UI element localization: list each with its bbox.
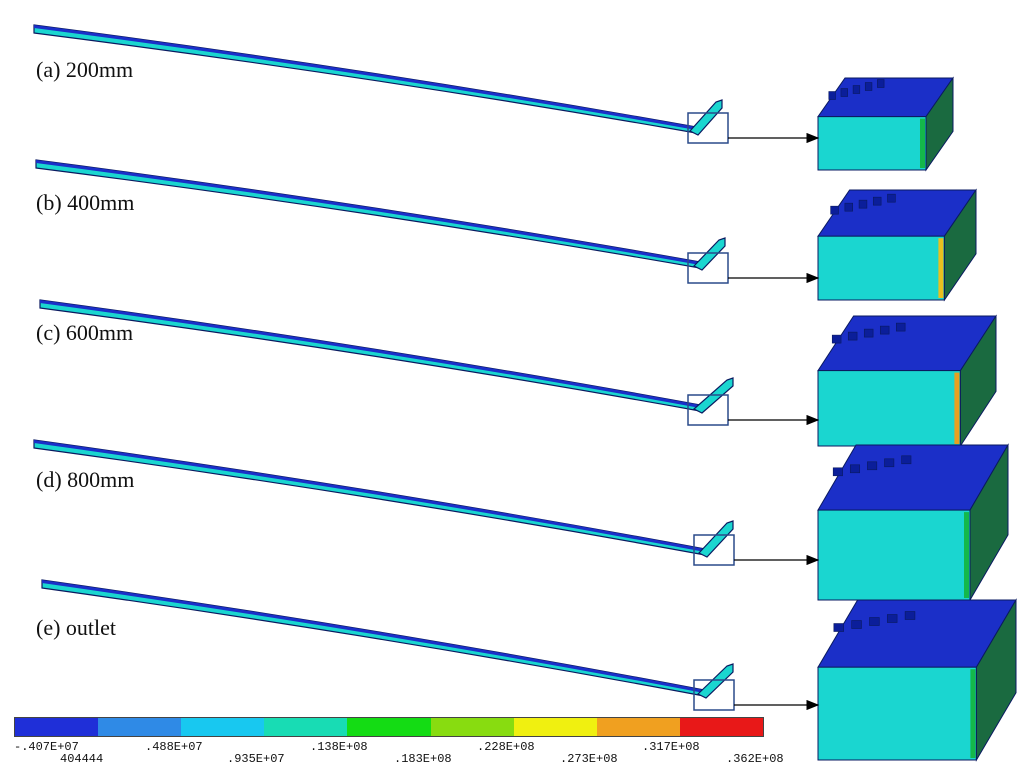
detail-frame-2 [687, 252, 729, 284]
legend-tick-9: .317E+08 [642, 740, 700, 754]
beam-outlet-bend [696, 663, 734, 699]
beam-outlet-bend [693, 237, 726, 271]
detail-side-face [969, 443, 1009, 602]
beam-top-face [34, 25, 696, 130]
beam-top-face [36, 160, 700, 265]
legend-tick-10: .362E+08 [726, 752, 784, 766]
detail-hotspot-strip [964, 512, 969, 598]
detail-step [886, 614, 898, 623]
detail-step [864, 82, 873, 91]
legend-tick-6: .183E+08 [394, 752, 452, 766]
detail-step [867, 461, 878, 471]
detail-step [858, 199, 868, 209]
detail-side-face [959, 314, 997, 448]
detail-step [852, 85, 861, 94]
detail-views [817, 76, 1017, 762]
legend-swatch-6 [430, 718, 514, 736]
detail-step [872, 196, 882, 206]
legend-tick-5: .138E+08 [310, 740, 368, 754]
legend-tick-4: .935E+07 [227, 752, 285, 766]
detail-front-face [817, 116, 927, 171]
detail-hotspot-strip [938, 238, 944, 298]
detail-frame-1 [687, 112, 729, 144]
beam-model-4 [33, 439, 734, 558]
beam-model-1 [33, 24, 723, 136]
detail-connectors [687, 112, 820, 711]
detail-view-4 [817, 443, 1009, 602]
detail-step [840, 88, 848, 97]
detail-frame-5 [693, 679, 735, 711]
case-label-e: (e) outlet [36, 615, 117, 640]
beam-top-face [42, 580, 704, 693]
detail-hotspot-strip [954, 372, 960, 444]
detail-step [901, 455, 912, 465]
legend-swatch-7 [513, 718, 597, 736]
detail-step [831, 334, 842, 344]
legend-tick-3: .488E+07 [145, 740, 203, 754]
case-label-d: (d) 800mm [36, 467, 135, 492]
legend-tick-7: .228E+08 [477, 740, 535, 754]
beam-top-face [40, 300, 700, 408]
beam-model-2 [35, 159, 726, 271]
detail-frame-4 [693, 534, 735, 566]
detail-step [884, 458, 895, 468]
detail-frame-3 [687, 394, 729, 426]
detail-view-2 [817, 188, 977, 302]
detail-side-face [943, 188, 977, 302]
beam-outlet-bend [689, 99, 723, 136]
beam-top-face [34, 440, 705, 552]
case-label-a: (a) 200mm [36, 57, 134, 82]
legend-swatch-9 [679, 718, 763, 736]
detail-step [896, 322, 906, 332]
beam-models [33, 24, 734, 699]
legend-tick-2: 404444 [60, 752, 104, 766]
detail-step [879, 325, 890, 335]
detail-step [877, 79, 885, 88]
detail-step [904, 611, 916, 620]
detail-front-face [817, 235, 945, 301]
detail-view-3 [817, 314, 997, 448]
detail-step [833, 623, 844, 632]
legend-swatch-4 [264, 718, 348, 736]
detail-front-face [817, 666, 977, 761]
beam-outlet-bend [698, 520, 734, 558]
legend-tick-1: -.407E+07 [14, 740, 79, 754]
legend-swatch-2 [98, 718, 182, 736]
detail-view-5 [817, 598, 1017, 762]
legend-swatch-3 [181, 718, 265, 736]
beam-model-5 [41, 579, 734, 699]
detail-step [847, 331, 858, 341]
case-label-b: (b) 400mm [36, 190, 135, 215]
detail-front-face [817, 370, 961, 447]
detail-step [832, 467, 843, 477]
detail-front-face [817, 509, 971, 601]
legend-swatch-5 [347, 718, 431, 736]
detail-step [849, 464, 861, 474]
stress-color-legend [14, 717, 764, 737]
detail-view-1 [817, 76, 954, 172]
detail-side-face [925, 76, 954, 172]
legend-swatch-8 [596, 718, 680, 736]
detail-step [828, 91, 836, 100]
detail-step [851, 620, 862, 629]
detail-step [863, 328, 874, 338]
detail-step [887, 193, 896, 203]
beam-model-3 [39, 299, 734, 414]
detail-hotspot-strip [970, 669, 976, 758]
legend-swatch-1 [15, 718, 99, 736]
detail-step [830, 205, 839, 215]
case-label-c: (c) 600mm [36, 320, 134, 345]
legend-tick-8: .273E+08 [560, 752, 618, 766]
detail-side-face [975, 598, 1017, 762]
detail-step [869, 617, 880, 626]
detail-step [844, 202, 853, 212]
detail-hotspot-strip [920, 118, 925, 168]
